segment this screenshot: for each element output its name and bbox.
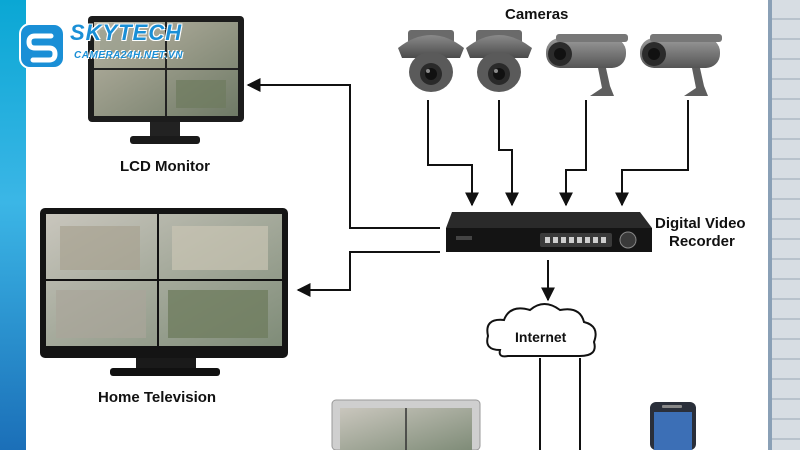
internet-connections [539, 358, 581, 450]
brand-mark-icon [19, 23, 65, 69]
left-frame-decoration [0, 0, 26, 450]
laptop-icon [331, 399, 481, 450]
brand-url: CAMERA24H.NET.VN [74, 50, 183, 61]
right-frame-decoration [768, 0, 800, 450]
dome-camera-icon [398, 30, 464, 92]
dvr-to-monitor-connection [246, 78, 440, 229]
brand-logo: SKYTECH CAMERA24H.NET.VN [18, 18, 188, 76]
lcd-monitor-label: LCD Monitor [120, 158, 210, 175]
dvr-label: Digital Video Recorder [655, 215, 746, 251]
dvr-to-tv-connection [296, 251, 440, 297]
camera-connections [427, 100, 689, 207]
bullet-camera-icon [546, 34, 628, 96]
smartphone-icon [650, 402, 696, 450]
home-television-label: Home Television [98, 389, 217, 406]
dome-camera-icon [466, 30, 532, 92]
cameras-label: Cameras [505, 6, 569, 23]
dvr-label-line1: Digital Video [655, 215, 746, 232]
internet-label: Internet [515, 329, 567, 345]
dvr-icon [446, 212, 652, 252]
bullet-camera-icon [640, 34, 722, 96]
dvr-label-line2: Recorder [669, 233, 735, 250]
lcd-monitor-icon [88, 16, 244, 144]
brand-name: SKYTECH [70, 20, 183, 45]
cloud-icon [486, 303, 597, 358]
television-icon [40, 208, 288, 376]
